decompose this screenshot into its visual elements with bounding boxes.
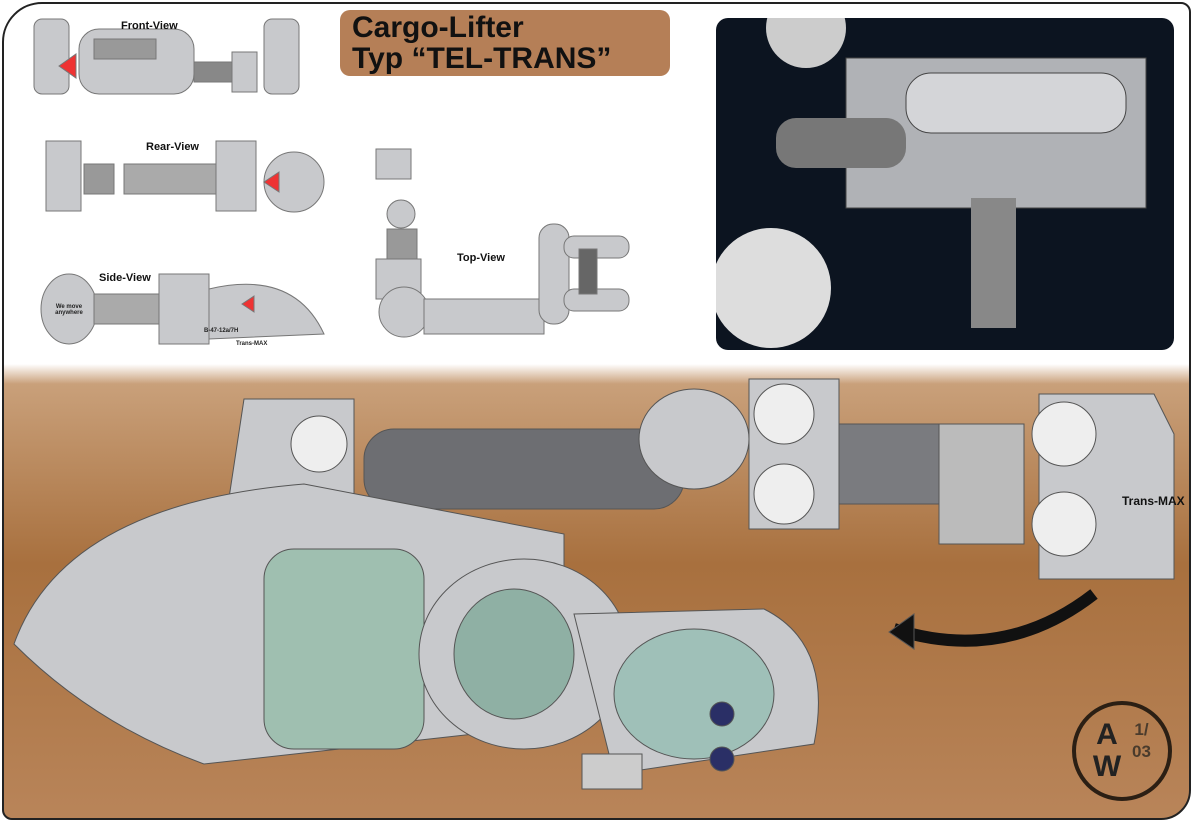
logo-letters: AW: [1092, 718, 1122, 783]
main-cutaway-illustration: [13, 378, 1175, 790]
title-box: Cargo-Lifter Typ “TEL-TRANS”: [340, 10, 670, 76]
side-view-drawing: [40, 273, 325, 345]
front-view-drawing: [33, 18, 300, 95]
page-number: 1/ 03: [1132, 719, 1151, 763]
brand-marking-small: Trans-MAX: [236, 341, 268, 347]
page-current: 1/: [1134, 720, 1149, 739]
rear-view-drawing: [45, 140, 325, 213]
artist-logo: AW 1/ 03: [1072, 701, 1172, 801]
brand-marking-main: Trans-MAX: [1122, 494, 1185, 508]
top-view-label: Top-View: [457, 252, 505, 264]
rear-view-label: Rear-View: [146, 141, 199, 153]
slogan-marking: We move anywhere: [55, 304, 83, 316]
title-line-1: Cargo-Lifter: [352, 11, 524, 44]
side-view-label: Side-View: [99, 272, 151, 284]
top-view-drawing: [375, 148, 630, 338]
title-line-2: Typ “TEL-TRANS”: [352, 42, 612, 75]
serial-marking: B-47-12a/7H: [204, 328, 239, 334]
page-total: 03: [1132, 742, 1151, 761]
hangar-scene-illustration: [716, 18, 1174, 350]
technical-views-drawing: [13, 18, 1175, 790]
front-view-label: Front-View: [121, 20, 178, 32]
